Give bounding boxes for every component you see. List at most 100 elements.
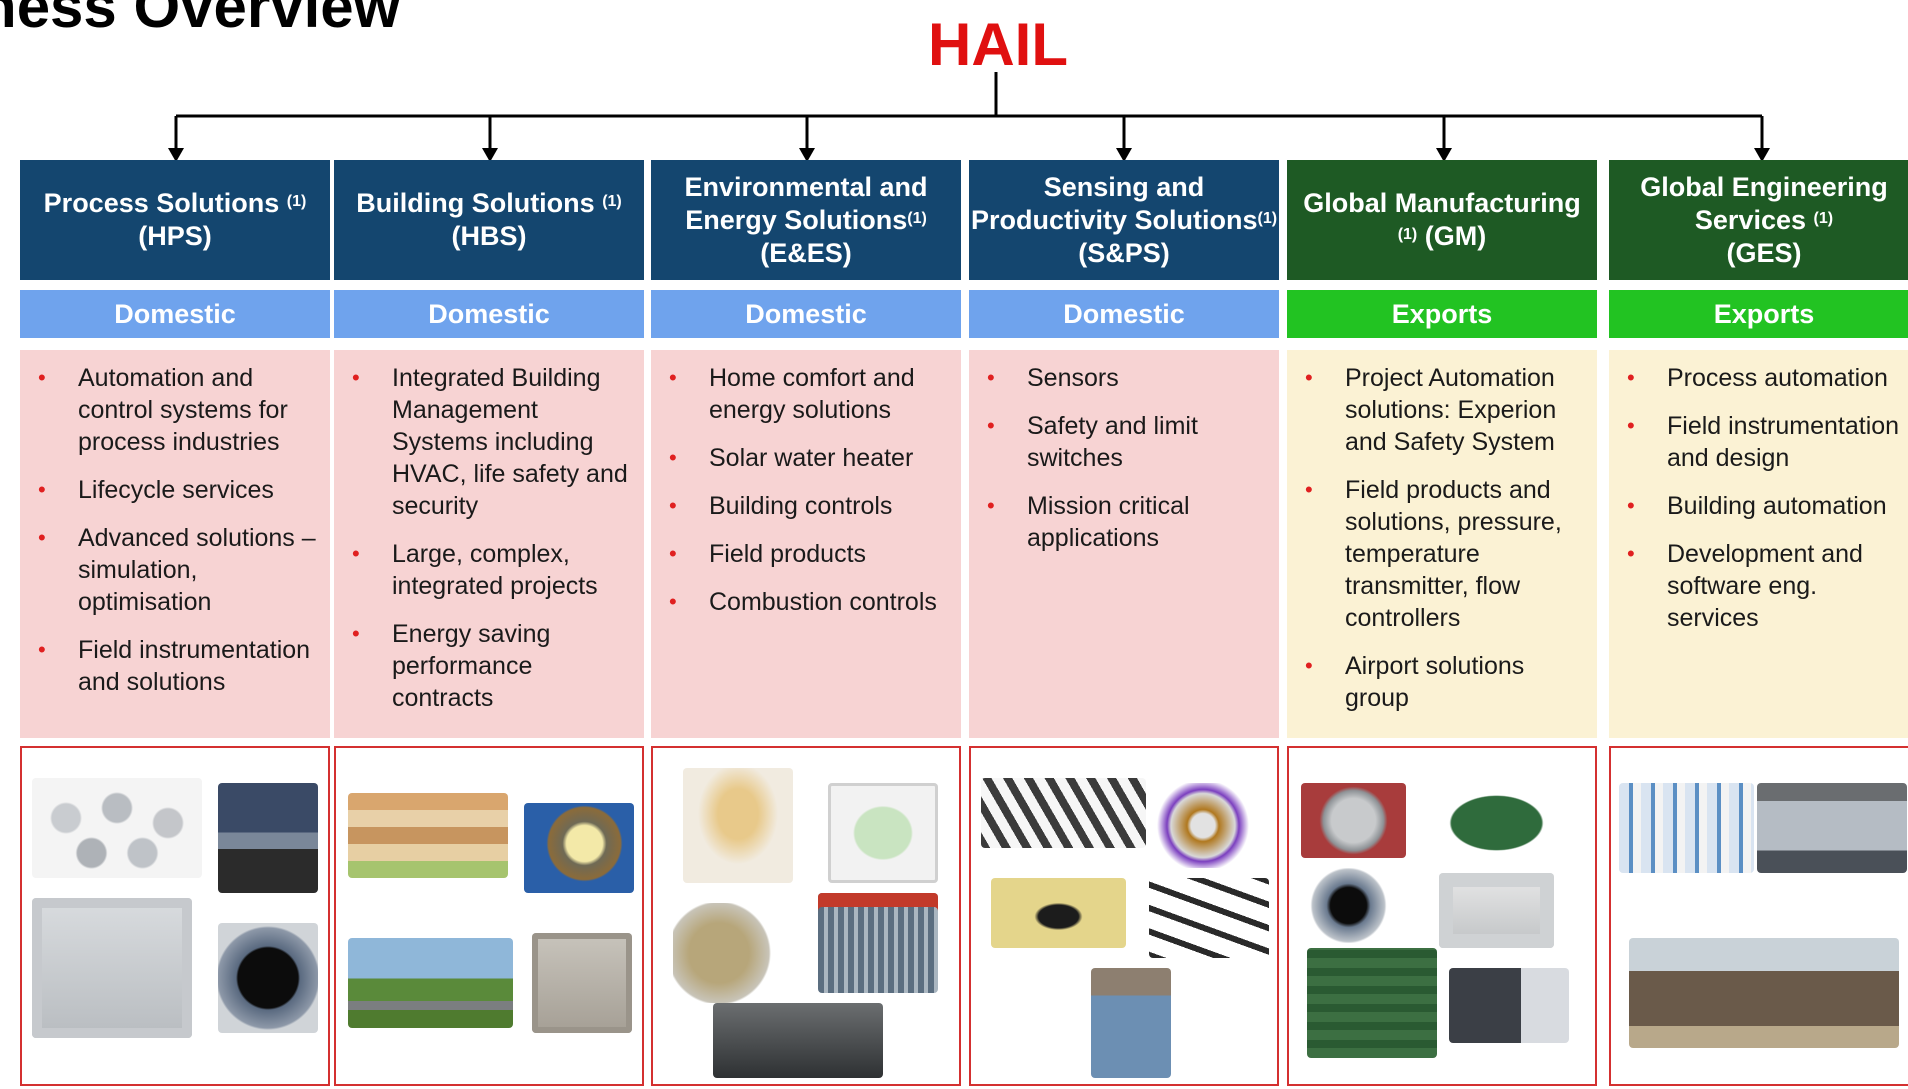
footnote-marker: (1) xyxy=(1397,226,1418,243)
division-title: Environmental and Energy Solutions xyxy=(684,171,928,235)
division-hps: Process Solutions (1) (HPS) Domestic Auto… xyxy=(20,160,330,1086)
market-label: Exports xyxy=(1287,290,1597,338)
photo-panel xyxy=(1287,746,1597,1086)
arrow-hbs xyxy=(482,148,498,162)
market-label: Domestic xyxy=(651,290,961,338)
arrow-sps xyxy=(1116,148,1132,162)
photo-panel xyxy=(969,746,1279,1086)
arrow-ges xyxy=(1754,148,1770,162)
list-item: Solar water heater xyxy=(669,442,953,474)
arrow-gm xyxy=(1436,148,1452,162)
division-title: Process Solutions xyxy=(43,188,280,218)
position-sensor-photo xyxy=(1149,783,1269,868)
division-header: Sensing and Productivity Solutions(1) (S… xyxy=(969,160,1279,280)
division-gm: Global Manufacturing(1) (GM) Exports Pro… xyxy=(1287,160,1597,1086)
gas-detector-photo xyxy=(218,923,318,1033)
details-panel: Home comfort and energy solutions Solar … xyxy=(651,350,961,738)
combustion-controller-photo xyxy=(713,1003,883,1078)
photo-panel xyxy=(20,746,330,1086)
list-item: Integrated Building Management Systems i… xyxy=(352,362,636,522)
solar-water-heater-photo xyxy=(818,893,938,993)
division-abbr: (S&PS) xyxy=(1078,237,1170,268)
software-screen-photo xyxy=(1757,783,1907,873)
circuit-board-photo xyxy=(1429,783,1564,863)
details-panel: Process automation Field instrumentation… xyxy=(1609,350,1908,738)
list-item: Airport solutions group xyxy=(1305,650,1589,714)
division-title: Global Engineering Services xyxy=(1640,171,1888,235)
division-abbr: (E&ES) xyxy=(760,237,852,268)
list-item: Combustion controls xyxy=(669,586,953,618)
airport-runway-photo xyxy=(348,938,513,1028)
list-item: Building automation xyxy=(1627,490,1908,522)
control-console-photo xyxy=(218,783,318,893)
root-node-hail: HAIL xyxy=(928,11,1068,78)
list-item: Field instrumentation and solutions xyxy=(38,634,322,698)
equipment-cabinet-photo xyxy=(532,933,632,1033)
thermostat-photo xyxy=(828,783,938,883)
gas-valve-photo xyxy=(673,903,788,1003)
org-connectors xyxy=(168,72,1770,162)
water-filter-photo xyxy=(683,768,793,883)
list-item: Field instrumentation and design xyxy=(1627,410,1908,474)
division-ees: Environmental and Energy Solutions(1)(E&… xyxy=(651,160,961,1086)
pressure-transmitters-photo xyxy=(32,778,202,878)
market-label: Domestic xyxy=(334,290,644,338)
sensors-assortment-photo xyxy=(981,778,1146,848)
list-item: Home comfort and energy solutions xyxy=(669,362,953,426)
io-board-photo xyxy=(1307,948,1437,1058)
mounting-sensor-photo xyxy=(991,878,1126,948)
details-panel: Integrated Building Management Systems i… xyxy=(334,350,644,738)
process-screen-photo xyxy=(1619,783,1754,873)
market-label: Domestic xyxy=(969,290,1279,338)
footnote-marker: (1) xyxy=(602,193,622,210)
floodlight-photo xyxy=(524,803,634,893)
division-header: Environmental and Energy Solutions(1)(E&… xyxy=(651,160,961,280)
division-hbs: Building Solutions (1) (HBS) Domestic Int… xyxy=(334,160,644,1086)
control-rack-photo xyxy=(1449,968,1569,1043)
division-title: Sensing and Productivity Solutions xyxy=(970,171,1258,235)
field-controller-photo xyxy=(32,898,192,1038)
list-item: Process automation xyxy=(1627,362,1908,394)
photo-panel xyxy=(651,746,961,1086)
division-header: Global Manufacturing(1) (GM) xyxy=(1287,160,1597,280)
photo-panel xyxy=(1609,746,1908,1086)
list-item: Large, complex, integrated projects xyxy=(352,538,636,602)
footnote-marker: (1) xyxy=(286,193,307,210)
transmitter-photo xyxy=(1301,783,1406,858)
market-label: Exports xyxy=(1609,290,1908,338)
list-item: Field products and solutions, pressure, … xyxy=(1305,474,1589,634)
list-item: Safety and limit switches xyxy=(987,410,1271,474)
list-item: Building controls xyxy=(669,490,953,522)
division-abbr: (GES) xyxy=(1726,237,1802,268)
list-item: Mission critical applications xyxy=(987,490,1271,554)
list-item: Advanced solutions – simulation, optimis… xyxy=(38,522,322,618)
gas-detector-photo xyxy=(1301,868,1396,943)
details-panel: Automation and control systems for proce… xyxy=(20,350,330,738)
market-label: Domestic xyxy=(20,290,330,338)
division-abbr: (HPS) xyxy=(138,221,212,251)
controller-unit-photo xyxy=(1439,873,1554,948)
details-panel: Sensors Safety and limit switches Missio… xyxy=(969,350,1279,738)
division-ges: Global Engineering Services (1) (GES) Exp… xyxy=(1609,160,1908,1086)
list-item: Lifecycle services xyxy=(38,474,322,506)
page-title: siness Overview xyxy=(0,0,401,40)
footnote-marker: (1) xyxy=(1257,209,1278,227)
division-sps: Sensing and Productivity Solutions(1) (S… xyxy=(969,160,1279,1086)
footnote-marker: (1) xyxy=(1813,209,1834,227)
arrow-hps xyxy=(168,148,184,162)
list-item: Field products xyxy=(669,538,953,570)
arrow-ees xyxy=(799,148,815,162)
list-item: Project Automation solutions: Experion a… xyxy=(1305,362,1589,458)
division-title: Global Manufacturing xyxy=(1303,188,1581,218)
list-item: Energy saving performance contracts xyxy=(352,618,636,714)
cable-sensors-photo xyxy=(1149,878,1269,958)
team-group-photo xyxy=(1629,938,1899,1048)
division-title: Building Solutions xyxy=(356,188,595,218)
division-header: Process Solutions (1) (HPS) xyxy=(20,160,330,280)
division-abbr: (HBS) xyxy=(451,221,527,251)
division-header: Global Engineering Services (1) (GES) xyxy=(1609,160,1908,280)
limit-switch-photo xyxy=(1091,968,1171,1078)
list-item: Development and software eng. services xyxy=(1627,538,1908,634)
division-header: Building Solutions (1) (HBS) xyxy=(334,160,644,280)
details-panel: Project Automation solutions: Experion a… xyxy=(1287,350,1597,738)
